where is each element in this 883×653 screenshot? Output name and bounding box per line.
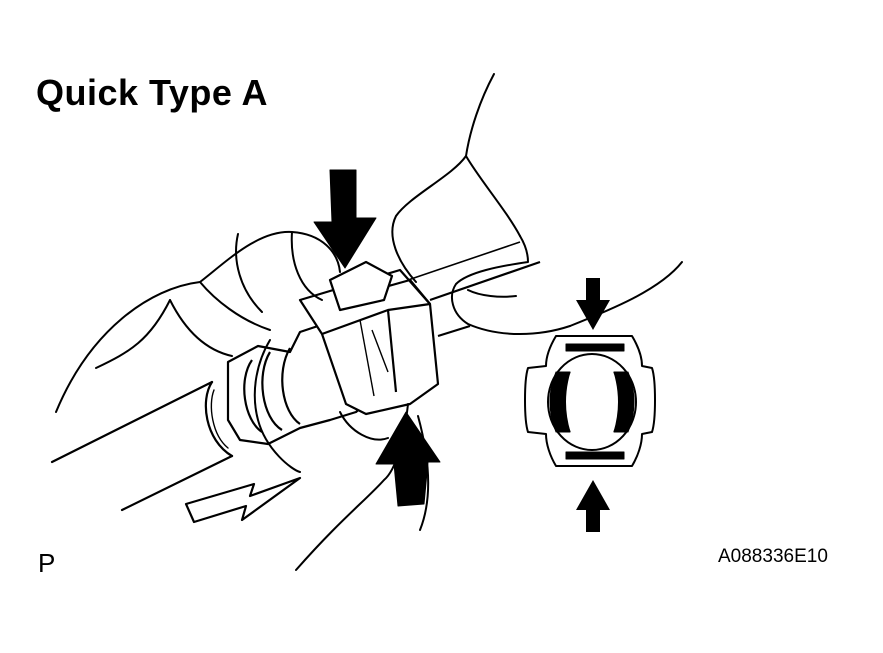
- connector-cross-section-icon: [524, 335, 656, 467]
- corner-label: P: [38, 548, 56, 578]
- figure-code: A088336E10: [718, 546, 828, 567]
- cross-section-up-arrow-icon: [576, 480, 610, 532]
- press-up-arrow-icon: [375, 411, 441, 507]
- cross-section-down-arrow-icon: [576, 278, 610, 330]
- hose-icon: [50, 380, 234, 512]
- press-down-arrow-icon: [313, 169, 377, 269]
- pull-direction-arrow-icon: [184, 476, 302, 524]
- left-hand-icon: [55, 230, 389, 473]
- diagram-title: Quick Type A: [36, 72, 269, 113]
- connector-body-icon: [226, 241, 541, 446]
